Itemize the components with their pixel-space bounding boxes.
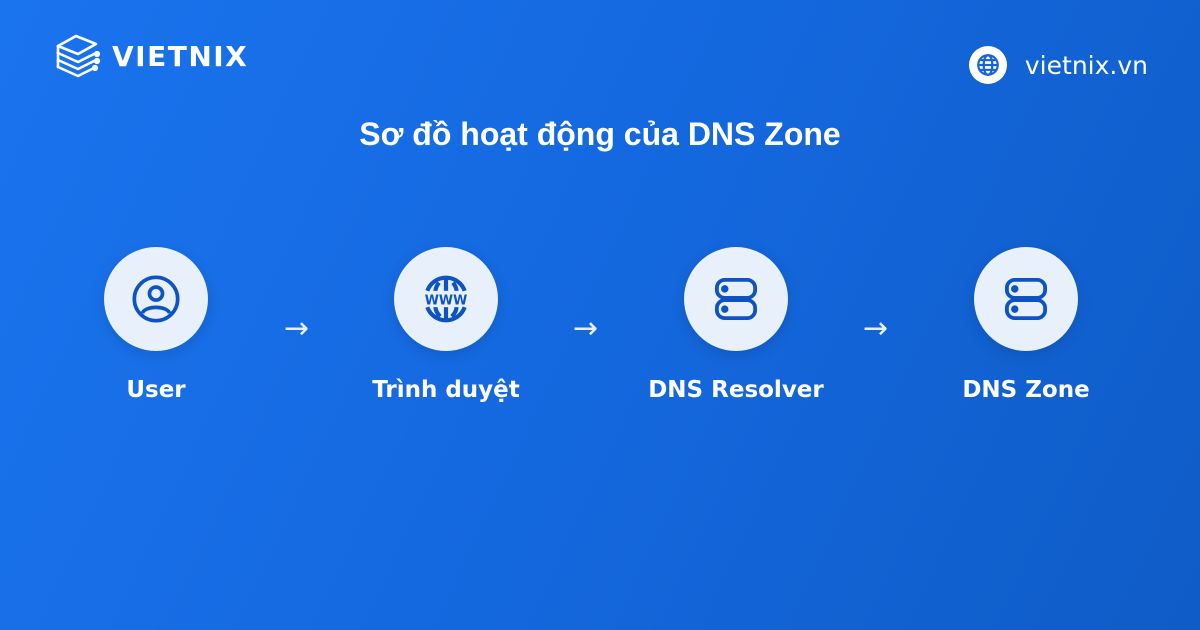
flow-step-user: User — [46, 247, 266, 403]
step-label: DNS Zone — [962, 377, 1090, 403]
page-title: Sơ đồ hoạt động của DNS Zone — [359, 116, 841, 152]
flow-step-browser: WWW Trình duyệt — [336, 247, 556, 403]
step-label: DNS Resolver — [648, 377, 824, 403]
flow-step-dns-resolver: DNS Resolver — [626, 247, 846, 403]
server-icon — [974, 247, 1078, 351]
stacked-server-icon — [56, 34, 101, 78]
www-globe-icon: WWW — [394, 247, 498, 351]
step-label: Trình duyệt — [372, 377, 520, 403]
flow-step-dns-zone: DNS Zone — [916, 247, 1136, 403]
user-icon — [104, 247, 208, 351]
website-link[interactable]: vietnix.vn — [968, 46, 1148, 84]
vietnix-logo: VIETNIX — [52, 30, 248, 82]
arrow-icon: → — [284, 311, 310, 346]
svg-text:WWW: WWW — [425, 293, 467, 308]
logo-text: VIETNIX — [112, 39, 249, 73]
step-label: User — [126, 377, 186, 403]
arrow-icon: → — [573, 311, 599, 346]
website-text[interactable]: vietnix.vn — [1024, 50, 1148, 80]
server-icon — [684, 247, 788, 351]
arrow-icon: → — [863, 311, 889, 346]
globe-icon — [968, 46, 1007, 84]
